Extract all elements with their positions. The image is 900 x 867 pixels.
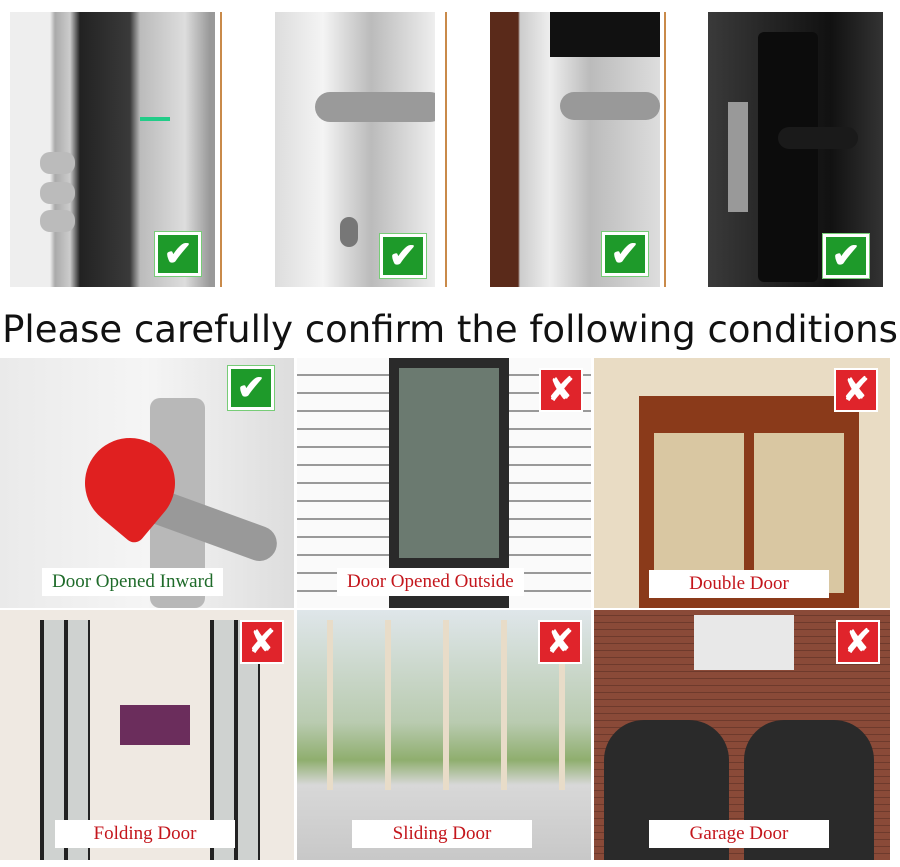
lock-photo-smart-multipoint: ✔: [10, 12, 215, 287]
check-icon: ✔: [155, 232, 201, 276]
cross-icon: ✘: [836, 620, 880, 664]
condition-label: Folding Door: [55, 820, 235, 848]
divider: [664, 12, 666, 287]
divider: [445, 12, 447, 287]
check-icon: ✔: [380, 234, 426, 278]
condition-label: Door Opened Inward: [42, 568, 224, 596]
condition-garage-door: ✘ Garage Door: [594, 610, 890, 860]
condition-double-door: ✘ Double Door: [594, 358, 890, 608]
divider: [220, 12, 222, 287]
check-icon: ✔: [823, 234, 869, 278]
condition-folding-door: ✘ Folding Door: [0, 610, 294, 860]
condition-door-opened-outside: ✘ Door Opened Outside: [297, 358, 591, 608]
check-icon: ✔: [602, 232, 648, 276]
cross-icon: ✘: [538, 620, 582, 664]
condition-label: Door Opened Outside: [337, 568, 524, 596]
check-icon: ✔: [228, 366, 274, 410]
condition-sliding-door: ✘ Sliding Door: [297, 610, 591, 860]
lock-photo-lever-handle: ✔: [275, 12, 435, 287]
cross-icon: ✘: [834, 368, 878, 412]
lock-photo-fingerprint: ✔: [708, 12, 883, 287]
condition-label: Sliding Door: [352, 820, 532, 848]
cross-icon: ✘: [539, 368, 583, 412]
cross-icon: ✘: [240, 620, 284, 664]
condition-label: Garage Door: [649, 820, 829, 848]
headline: Please carefully confirm the following c…: [2, 308, 898, 351]
condition-door-opened-inward: ✔ Door Opened Inward: [0, 358, 294, 608]
condition-label: Double Door: [649, 570, 829, 598]
lock-photo-mortise: ✔: [490, 12, 660, 287]
